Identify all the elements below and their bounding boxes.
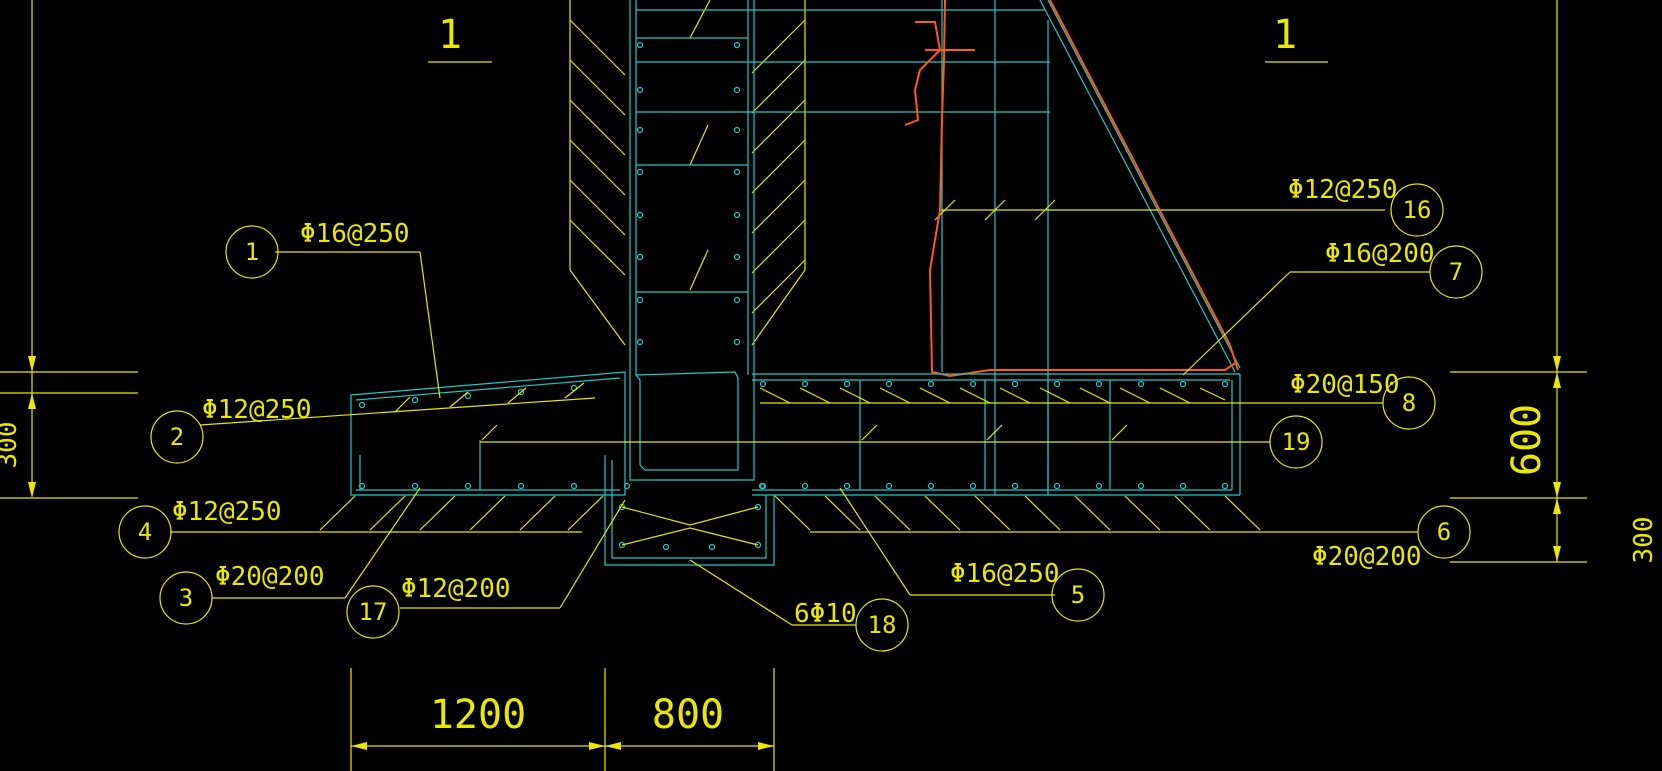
callout-5-id: 5: [1071, 581, 1085, 609]
section-mark-left: 1: [428, 12, 492, 63]
callout-1-label: Φ16@250: [300, 219, 410, 249]
section-mark-right-label: 1: [1273, 12, 1297, 58]
dimension-1200-label: 1200: [430, 692, 526, 738]
callout-2-label: Φ12@250: [202, 395, 312, 425]
callout-5[interactable]: 5 Φ16@250: [950, 559, 1105, 622]
markup-revision: [904, 0, 1239, 378]
callout-1[interactable]: 1 Φ16@250: [225, 219, 410, 279]
callout-7-id: 7: [1449, 258, 1463, 286]
callout-16-label: Φ12@250: [1288, 175, 1398, 205]
callout-19[interactable]: 19: [1269, 415, 1323, 469]
callout-16[interactable]: 16 Φ12@250: [1288, 175, 1444, 237]
slab-hatching: [319, 382, 1261, 546]
right-dimension-lower-label: 300: [1629, 517, 1659, 564]
base-slab: [350, 371, 1241, 566]
callout-17-id: 17: [359, 598, 388, 626]
callout-16-id: 16: [1403, 196, 1432, 224]
leader-lines: [170, 251, 1430, 626]
left-dimension-label: 300: [0, 422, 23, 469]
left-dimension: 300: [0, 0, 138, 499]
callout-3-label: Φ20@200: [215, 562, 325, 592]
callout-18-label: 6Φ10: [794, 599, 857, 629]
callout-6-id: 6: [1437, 518, 1451, 546]
callout-2[interactable]: 2 Φ12@250: [150, 395, 312, 464]
wall-hatching: [569, 0, 806, 346]
dimension-800-label: 800: [652, 692, 724, 738]
callout-17[interactable]: 17 Φ12@200: [346, 574, 511, 639]
callout-6-label: Φ20@200: [1312, 542, 1422, 572]
callout-7[interactable]: 7 Φ16@200: [1325, 239, 1483, 299]
right-dimension: 600 300: [1450, 0, 1659, 563]
callout-3-id: 3: [179, 584, 193, 612]
callout-18-id: 18: [868, 611, 897, 639]
callout-7-label: Φ16@200: [1325, 239, 1435, 269]
callout-8[interactable]: 8 Φ20@150: [1290, 370, 1436, 430]
callout-18[interactable]: 18 6Φ10: [794, 598, 909, 652]
callout-17-label: Φ12@200: [401, 574, 511, 604]
section-mark-right: 1: [1265, 12, 1328, 63]
callout-6[interactable]: 6 Φ20@200: [1312, 505, 1471, 572]
callout-3[interactable]: 3 Φ20@200: [159, 562, 325, 625]
counterfort: [934, 0, 1385, 495]
callout-4-id: 4: [138, 518, 152, 546]
callout-8-label: Φ20@150: [1290, 370, 1400, 400]
bottom-dimension: 1200 800: [350, 668, 775, 771]
wall-rebar: [629, 0, 1050, 375]
callout-1-id: 1: [245, 238, 259, 266]
right-dimension-upper-label: 600: [1504, 404, 1550, 476]
rebar-dots: [358, 41, 1229, 551]
callout-19-id: 19: [1282, 428, 1311, 456]
callout-4[interactable]: 4 Φ12@250: [118, 497, 282, 559]
callout-4-label: Φ12@250: [172, 497, 282, 527]
callout-5-label: Φ16@250: [950, 559, 1060, 589]
callout-2-id: 2: [170, 423, 184, 451]
callout-8-id: 8: [1402, 389, 1416, 417]
section-mark-left-label: 1: [438, 12, 462, 58]
